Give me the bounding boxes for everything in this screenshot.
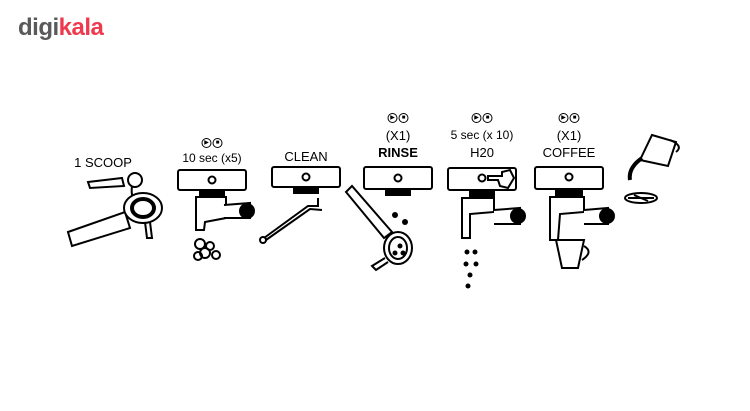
backflush-illustration bbox=[177, 169, 255, 261]
step-5-buttons: ▶■ bbox=[471, 113, 493, 123]
step-3-label: CLEAN bbox=[284, 149, 328, 164]
logo-part-kala: kala bbox=[58, 14, 104, 41]
step-6-count: (X1) bbox=[556, 128, 582, 143]
play-icon: ▶ bbox=[201, 138, 212, 148]
stop-icon: ■ bbox=[398, 113, 409, 123]
coffee-illustration bbox=[534, 166, 615, 269]
stop-icon: ■ bbox=[482, 113, 493, 123]
step-6-label: COFFEE bbox=[542, 145, 596, 160]
stop-icon: ■ bbox=[212, 138, 223, 148]
step-6-buttons: ▶■ bbox=[558, 113, 580, 123]
step-2-buttons: ▶■ bbox=[201, 138, 223, 148]
h2o-illustration bbox=[447, 167, 526, 289]
clean-illustration bbox=[259, 166, 341, 244]
step-4-label: RINSE bbox=[378, 145, 418, 160]
step-4-buttons: ▶■ bbox=[387, 113, 409, 123]
step-2-label: 10 sec (x5) bbox=[182, 151, 242, 165]
logo-part-digi: digi bbox=[18, 14, 59, 41]
pitcher-illustration bbox=[624, 133, 680, 204]
play-icon: ▶ bbox=[387, 113, 398, 123]
digikala-logo[interactable]: digikala bbox=[18, 14, 104, 42]
step-5-count: 5 sec (x 10) bbox=[450, 128, 514, 142]
step-1-label: 1 SCOOP bbox=[74, 155, 132, 170]
stop-icon: ■ bbox=[569, 113, 580, 123]
step-5-label: H20 bbox=[470, 145, 494, 160]
play-icon: ▶ bbox=[558, 113, 569, 123]
step-4-count: (X1) bbox=[385, 128, 411, 143]
play-icon: ▶ bbox=[471, 113, 482, 123]
rinse-illustration bbox=[344, 166, 433, 272]
scoop-portafilter-illustration bbox=[66, 172, 163, 248]
